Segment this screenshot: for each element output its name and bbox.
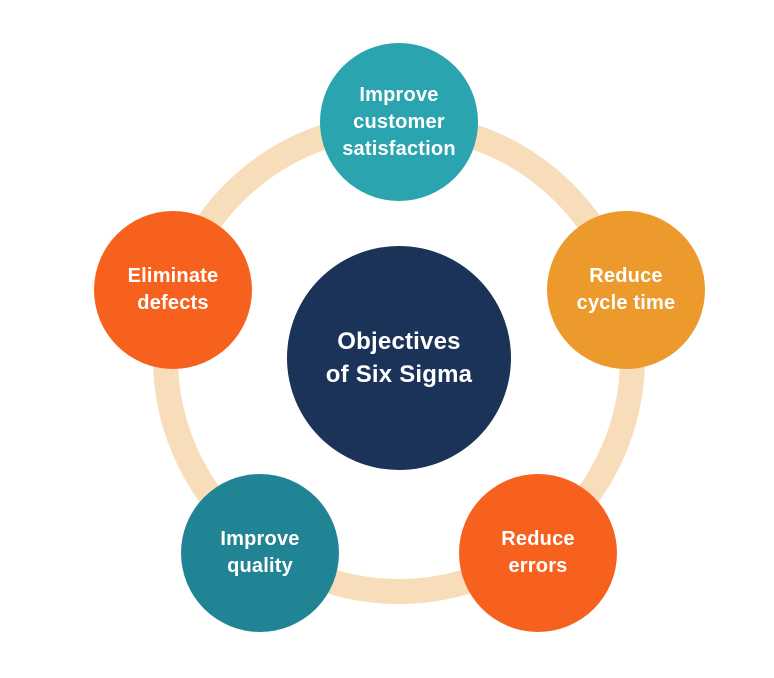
diagram-title: Objectives of Six Sigma <box>325 327 473 388</box>
node-label-improve-customer-satisfaction: Improve customer satisfaction <box>342 83 456 160</box>
node-improve-quality: Improve quality <box>181 474 339 632</box>
node-reduce-cycle-time: Reduce cycle time <box>547 211 705 369</box>
node-label-eliminate-defects: Eliminate defects <box>127 265 219 314</box>
node-label-improve-quality: Improve quality <box>220 528 300 577</box>
node-reduce-errors: Reduce errors <box>459 474 617 632</box>
node-label-reduce-cycle-time: Reduce cycle time <box>576 265 676 314</box>
node-improve-customer-satisfaction: Improve customer satisfaction <box>320 43 478 201</box>
center-circle: Objectives of Six Sigma <box>287 246 511 470</box>
node-label-reduce-errors: Reduce errors <box>501 528 575 577</box>
node-eliminate-defects: Eliminate defects <box>94 211 252 369</box>
